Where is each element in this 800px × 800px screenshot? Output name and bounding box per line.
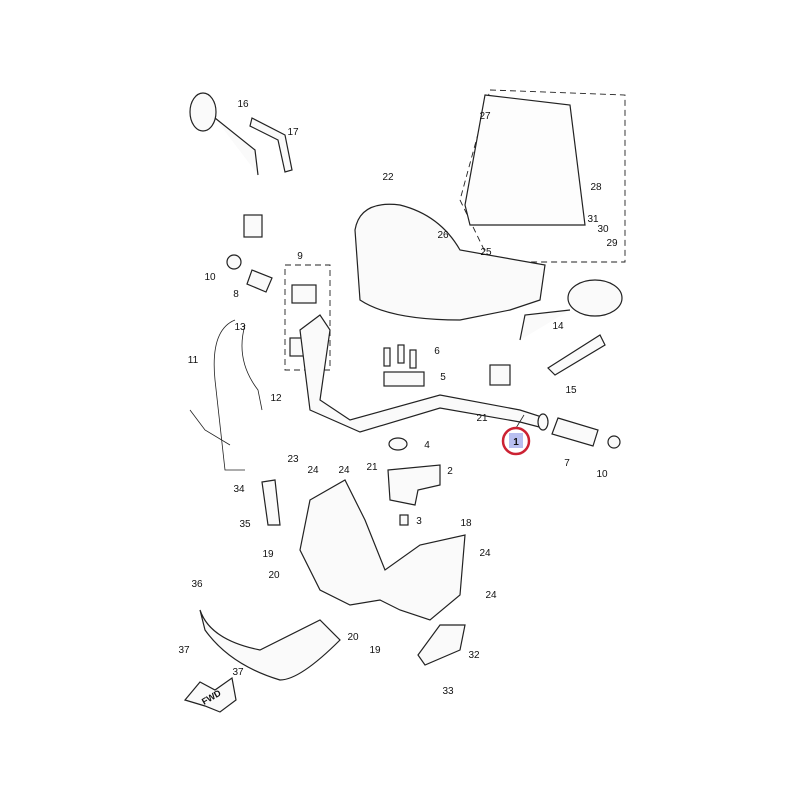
bar-end-left (226, 254, 242, 270)
bolt (409, 349, 417, 369)
right-mirror-arm (547, 334, 606, 376)
callout-label-16[interactable]: 16 (237, 99, 249, 110)
lower-cover (299, 479, 466, 621)
throttle-cable-3 (189, 409, 231, 446)
callout-label-25[interactable]: 25 (480, 247, 492, 258)
left-mirror-arm (249, 117, 293, 173)
callout-label-21[interactable]: 21 (476, 413, 488, 424)
right-mirror (567, 279, 623, 317)
nut (388, 437, 408, 451)
holder-upper (291, 284, 317, 304)
handlebar-end (537, 413, 549, 431)
callout-label-10[interactable]: 10 (596, 469, 608, 480)
callout-label-19[interactable]: 19 (369, 645, 381, 656)
callout-label-14[interactable]: 14 (552, 321, 564, 332)
callout-label-32[interactable]: 32 (468, 650, 480, 661)
callout-label-3[interactable]: 3 (416, 516, 422, 527)
callout-label-37[interactable]: 37 (178, 645, 190, 656)
mirror-mount (243, 214, 263, 238)
right-mirror-stem (519, 309, 571, 341)
callout-label-11[interactable]: 11 (188, 355, 199, 366)
callout-label-13[interactable]: 13 (234, 322, 246, 333)
callout-label-24[interactable]: 24 (485, 590, 497, 601)
fwd-arrow-icon (183, 676, 237, 713)
callout-label-28[interactable]: 28 (590, 182, 602, 193)
callout-label-29[interactable]: 29 (606, 238, 618, 249)
collar (399, 514, 409, 526)
highlight-ring (501, 426, 531, 456)
left-mirror-stem (214, 117, 259, 176)
callout-label-24[interactable]: 24 (307, 465, 319, 476)
panel-small (261, 479, 281, 526)
callout-label-9[interactable]: 9 (297, 251, 303, 262)
callout-label-20[interactable]: 20 (347, 632, 359, 643)
bolt (383, 347, 391, 367)
callout-label-10[interactable]: 10 (204, 272, 216, 283)
throttle-cable-2 (241, 324, 263, 411)
bolt (397, 344, 405, 364)
callout-label-12[interactable]: 12 (270, 393, 282, 404)
callout-label-37[interactable]: 37 (232, 667, 244, 678)
callout-label-24[interactable]: 24 (479, 548, 491, 559)
callout-label-22[interactable]: 22 (382, 172, 394, 183)
right-grip (551, 417, 599, 447)
side-cover (417, 624, 466, 666)
callout-label-1: 1 (513, 437, 519, 448)
callout-label-27[interactable]: 27 (479, 111, 491, 122)
callout-label-33[interactable]: 33 (442, 686, 454, 697)
callout-label-18[interactable]: 18 (460, 518, 472, 529)
leader-line (515, 414, 525, 429)
bar-end-right (607, 435, 621, 449)
windscreen (464, 94, 586, 226)
upper-holder (383, 371, 425, 387)
callout-label-24[interactable]: 24 (338, 465, 350, 476)
left-mirror (189, 92, 217, 132)
callout-label-19[interactable]: 19 (262, 549, 274, 560)
right-mirror-mount (489, 364, 511, 386)
callout-label-26[interactable]: 26 (437, 230, 449, 241)
callout-label-5[interactable]: 5 (440, 372, 446, 383)
callout-label-23[interactable]: 23 (287, 454, 299, 465)
throttle-cable (213, 319, 245, 471)
callout-labels: 1617272228313029262591081311146515122171… (178, 99, 618, 697)
callout-label-31[interactable]: 31 (587, 214, 599, 225)
callout-label-6[interactable]: 6 (434, 346, 440, 357)
callout-label-30[interactable]: 30 (597, 224, 609, 235)
front-lower-cover (199, 609, 341, 681)
callout-label-4[interactable]: 4 (424, 440, 430, 451)
holder-group-box (284, 264, 331, 371)
highlight-box (509, 433, 523, 448)
callout-label-21[interactable]: 21 (366, 462, 378, 473)
callout-label-2[interactable]: 2 (447, 466, 453, 477)
left-grip (246, 269, 273, 293)
callout-label-17[interactable]: 17 (287, 127, 299, 138)
lower-holder (387, 464, 441, 506)
callout-label-20[interactable]: 20 (268, 570, 280, 581)
highlighted-part-callout[interactable]: 1 (501, 414, 531, 456)
callout-label-36[interactable]: 36 (191, 579, 203, 590)
callout-label-34[interactable]: 34 (233, 484, 245, 495)
windscreen-group-box (459, 89, 626, 263)
part-drawings: FWD (183, 89, 626, 713)
callout-label-35[interactable]: 35 (239, 519, 251, 530)
handlebar-cover (354, 203, 546, 321)
callout-label-7[interactable]: 7 (564, 458, 570, 469)
callout-label-15[interactable]: 15 (565, 385, 577, 396)
callout-label-8[interactable]: 8 (233, 289, 239, 300)
